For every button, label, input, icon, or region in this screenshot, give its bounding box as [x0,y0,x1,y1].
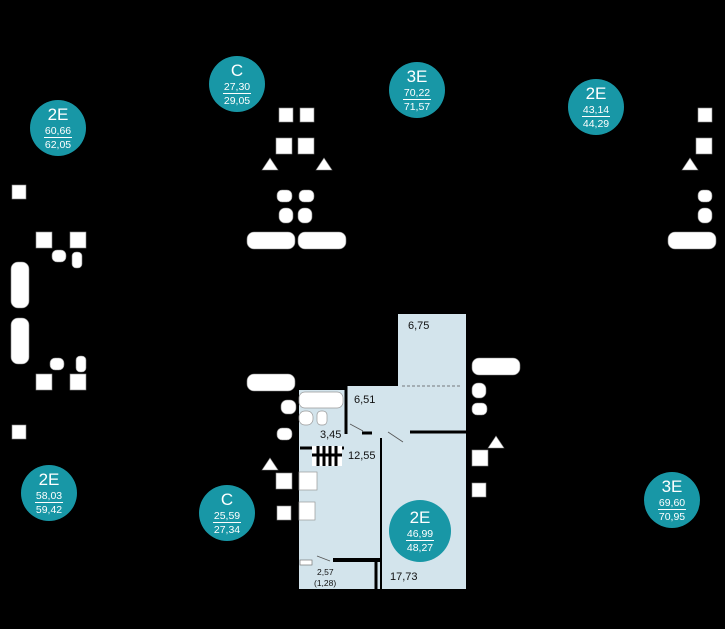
bathtub-icon [298,391,344,409]
unit-area-total: 70,22 [402,86,432,100]
unit-area-full: 59,42 [35,503,63,516]
unit-badge-2e-highlight[interactable]: 2E 46,99 48,27 [389,500,451,562]
unit-area-total: 43,14 [581,103,611,117]
unit-area-full: 44,29 [582,117,610,130]
unit-badge-3e-bottom-right[interactable]: 3E 69,60 70,95 [644,472,700,528]
unit-area-full: 62,05 [44,138,72,151]
toilet-icon [316,410,328,426]
unit-badge-2e-top-left[interactable]: 2E 60,66 62,05 [30,100,86,156]
unit-area-full: 70,95 [658,510,686,523]
neighbour-fixtures [10,107,717,521]
unit-area-full: 48,27 [406,541,434,554]
unit-area-total: 60,66 [43,124,73,138]
unit-type: C [230,60,244,80]
room-area-kitchen: 12,55 [348,450,376,462]
room-area-balcony: 6,75 [408,320,430,332]
unit-type: 2E [585,83,607,103]
room-hall [345,386,466,431]
unit-area-total: 25,59 [212,509,242,523]
room-area-bathroom: 3,45 [320,429,342,441]
stove-icon [298,471,318,491]
room-area-loggia: 2,57 [317,567,334,577]
unit-type: 2E [38,469,60,489]
unit-badge-2e-bottom-left[interactable]: 2E 58,03 59,42 [21,465,77,521]
unit-type: C [220,489,234,509]
stairs [312,446,342,466]
unit-area-full: 29,05 [223,94,251,107]
unit-type: 2E [47,104,69,124]
unit-area-full: 71,57 [403,100,431,113]
room-area-hall: 6,51 [354,394,376,406]
unit-area-total: 69,60 [657,496,687,510]
unit-type: 2E [409,507,431,527]
room-area-loggia-reduced: (1,28) [314,578,337,588]
unit-type: 3E [661,476,683,496]
unit-area-total: 46,99 [405,527,435,541]
unit-badge-c-top[interactable]: C 27,30 29,05 [209,56,265,112]
unit-area-full: 27,34 [213,523,241,536]
unit-badge-3e-top[interactable]: 3E 70,22 71,57 [389,62,445,118]
radiator-icon [299,559,313,566]
room-balcony [398,314,466,386]
kitchen-sink-icon [298,501,316,521]
unit-badge-c-bottom[interactable]: C 25,59 27,34 [199,485,255,541]
room-area-bedroom: 17,73 [390,571,418,583]
door-swing [349,423,364,432]
unit-area-total: 58,03 [34,489,64,503]
door-swing [316,555,331,562]
unit-type: 3E [406,66,428,86]
unit-area-total: 27,30 [222,80,252,94]
unit-badge-2e-top-right[interactable]: 2E 43,14 44,29 [568,79,624,135]
sink-icon [298,410,314,426]
door-swing [387,431,404,443]
